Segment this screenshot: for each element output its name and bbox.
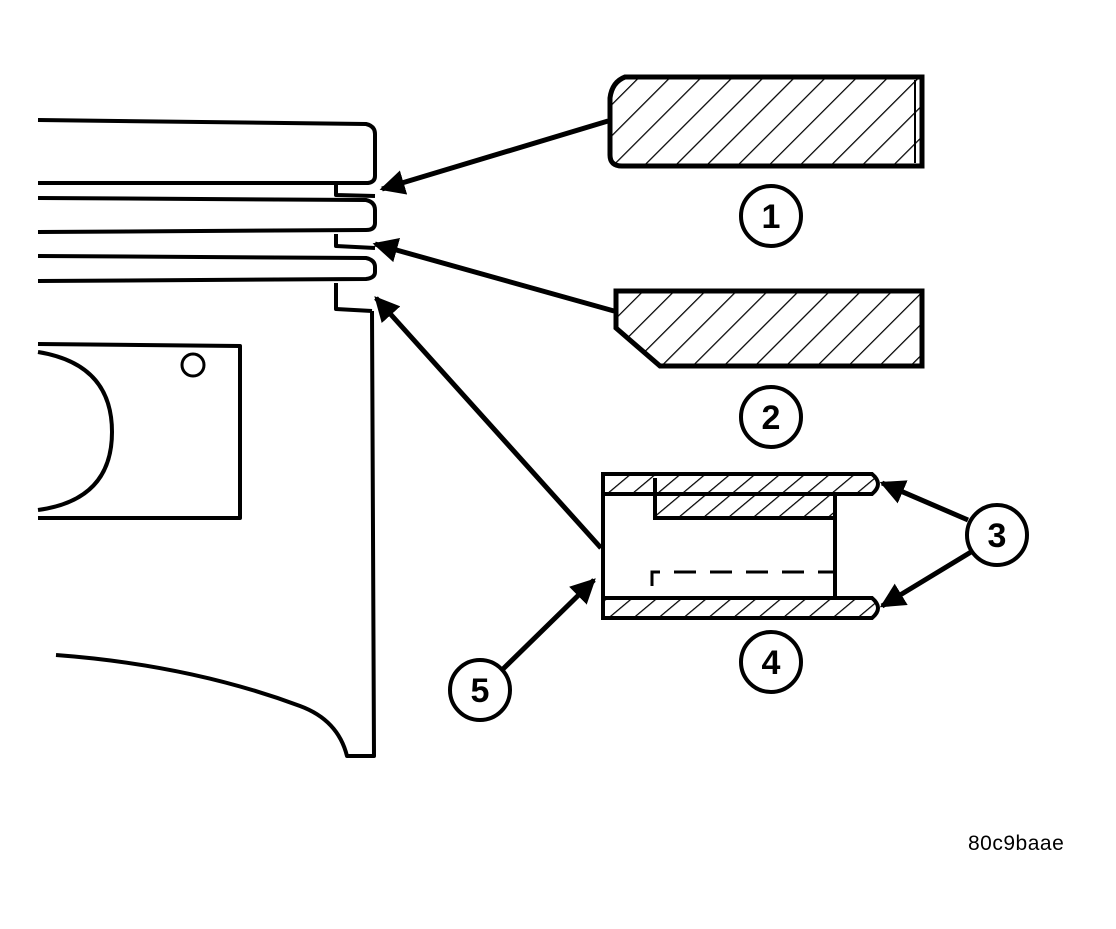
arrow-5 bbox=[500, 578, 596, 672]
arrow-3a bbox=[879, 480, 969, 523]
figure-code: 80c9baae bbox=[968, 832, 1065, 855]
arrow-groove bbox=[374, 296, 603, 550]
callout-1: 1 bbox=[739, 184, 803, 248]
arrow-3b bbox=[879, 549, 973, 609]
svg-text:3: 3 bbox=[988, 517, 1007, 555]
piston-body bbox=[37, 118, 377, 758]
svg-text:2: 2 bbox=[762, 399, 781, 437]
svg-text:1: 1 bbox=[762, 198, 781, 236]
oil-ring-section bbox=[601, 472, 880, 620]
svg-text:4: 4 bbox=[762, 644, 781, 682]
callout-4: 4 bbox=[739, 630, 803, 694]
leader-arrows bbox=[372, 118, 973, 672]
arrow-ring2 bbox=[372, 238, 615, 314]
callout-3: 3 bbox=[965, 503, 1029, 567]
callout-5: 5 bbox=[448, 658, 512, 722]
svg-text:5: 5 bbox=[471, 672, 490, 710]
second-ring-section bbox=[613, 288, 925, 369]
callout-2: 2 bbox=[739, 385, 803, 449]
oil-hole bbox=[180, 352, 206, 378]
arrow-ring1 bbox=[379, 118, 609, 195]
top-ring-section bbox=[607, 74, 925, 169]
